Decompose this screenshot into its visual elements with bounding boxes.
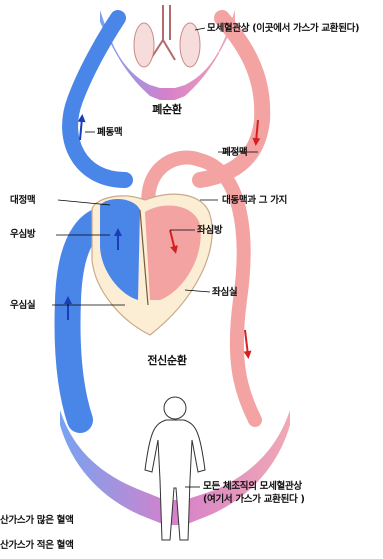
left-atrium-label: 좌심방	[197, 225, 222, 236]
left-ventricle-label: 좌심실	[212, 287, 237, 298]
aorta-label: 대동맥과 그 가지	[222, 195, 287, 206]
pulmonary-circulation-label: 폐순환	[152, 104, 181, 115]
right-ventricle-label: 우심실	[10, 300, 35, 311]
vena-cava-label: 대정맥	[10, 195, 35, 206]
arrow-aorta	[245, 330, 248, 355]
pulmonary-vein-label: 폐정맥	[222, 147, 247, 158]
heart	[92, 194, 212, 335]
systemic-circulation-label: 전신순환	[147, 355, 186, 366]
right-atrium-label: 우심방	[10, 229, 35, 240]
body-capillaries-label-1: 모든 체조직의 모세혈관상	[203, 481, 302, 492]
pulmonary-artery-vessel	[70, 18, 125, 180]
lung-capillaries-label: 모세혈관상 (이곳에서 가스가 교환된다)	[207, 23, 359, 34]
legend-co2-poor: 산가스가 적은 혈액	[0, 540, 74, 551]
arrow-pulmonary-artery	[80, 118, 82, 140]
pulmonary-artery-label: 폐동맥	[97, 127, 122, 138]
legend-co2-rich: 산가스가 많은 혈액	[0, 515, 74, 526]
body-capillaries-label-2: (여기서 가스가 교환된다 )	[203, 494, 305, 505]
